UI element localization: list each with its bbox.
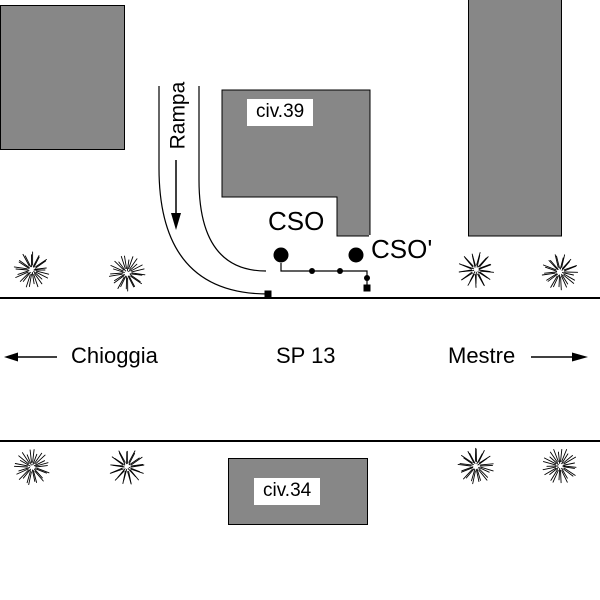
right-arrow-icon: [531, 352, 588, 362]
tree-icon: [542, 448, 577, 484]
cso-label: CSO: [266, 206, 327, 236]
survey-path: [280, 263, 368, 289]
building-top-left: [0, 5, 125, 150]
survey-marker: [363, 284, 371, 292]
tree-icon: [13, 251, 50, 288]
survey-marker: [264, 290, 272, 298]
cso-point: [273, 247, 289, 263]
survey-dot: [337, 268, 343, 274]
ramp-label: Rampa: [166, 81, 190, 150]
left-arrow-icon: [4, 352, 57, 362]
tree-icon: [458, 252, 495, 288]
survey-dot: [364, 275, 370, 281]
building-civ39-label: civ.39: [247, 99, 314, 126]
tree-icon: [457, 447, 494, 485]
tree-icon: [108, 255, 146, 292]
survey-dot: [309, 268, 315, 274]
tree-icon: [13, 449, 50, 486]
cso-prime-point: [348, 247, 364, 263]
building-civ39: [221, 89, 371, 237]
tree-icon: [109, 450, 145, 485]
road-name-label: SP 13: [276, 343, 336, 368]
ramp-inner-edge: [198, 86, 267, 272]
building-civ34-label: civ.34: [254, 478, 321, 505]
direction-left-label: Chioggia: [71, 343, 158, 368]
ramp-outer-edge: [158, 86, 269, 295]
down-arrow-icon: [171, 160, 181, 230]
tree-icon: [541, 254, 579, 291]
cso-prime-label: CSO': [369, 234, 435, 264]
direction-right-label: Mestre: [448, 343, 516, 368]
building-top-right: [468, 0, 562, 237]
